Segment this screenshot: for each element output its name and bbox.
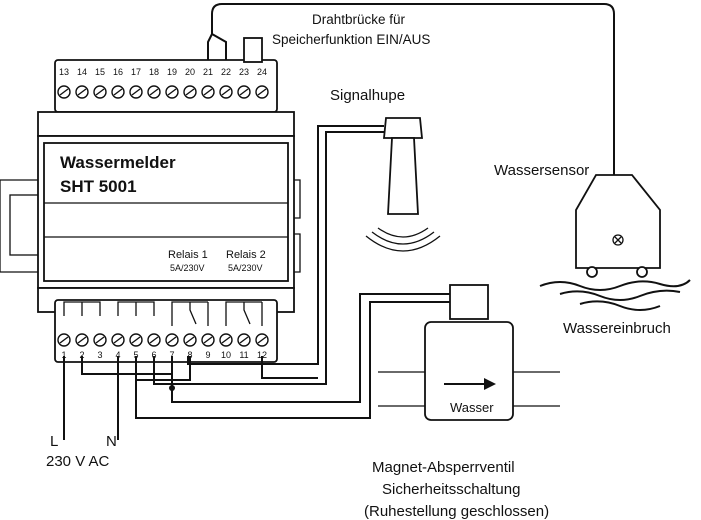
sensor-label: Wassersensor: [494, 162, 589, 179]
top-terminal-number-23: 23: [239, 67, 249, 77]
bottom-terminal-number-3: 3: [97, 350, 102, 360]
top-terminal-screw-slot-18: [149, 88, 159, 96]
bottom-terminal-number-5: 5: [133, 350, 138, 360]
bridge-wire-2-7: [81, 356, 172, 375]
top-terminal-screw-slot-21: [203, 88, 213, 96]
top-terminal-number-24: 24: [257, 67, 267, 77]
valve-label-line1: Magnet-Absperrventil: [372, 459, 515, 476]
top-terminal-screw-slot-22: [221, 88, 231, 96]
bottom-terminal-screw-slot-5: [131, 336, 141, 344]
bottom-terminal-number-1: 1: [61, 350, 66, 360]
relay2-wire-12: [261, 356, 318, 379]
top-terminal-number-22: 22: [221, 67, 231, 77]
bottom-terminal-screw-slot-10: [221, 336, 231, 344]
top-terminal-number-19: 19: [167, 67, 177, 77]
bottom-terminal-number-8: 8: [187, 350, 192, 360]
bottom-terminal-number-2: 2: [79, 350, 84, 360]
top-terminal-number-21: 21: [203, 67, 213, 77]
top-terminal-screw-slot-13: [59, 88, 69, 96]
relay2-rating: 5A/230V: [228, 263, 263, 273]
top-terminal-number-17: 17: [131, 67, 141, 77]
valve-wire-2: [135, 301, 450, 419]
top-terminal-screw-slot-17: [131, 88, 141, 96]
bottom-terminal-number-10: 10: [221, 350, 231, 360]
bottom-terminal-number-9: 9: [205, 350, 210, 360]
bottom-terminal-number-12: 12: [257, 350, 267, 360]
top-terminal-number-18: 18: [149, 67, 159, 77]
top-terminal-number-13: 13: [59, 67, 69, 77]
power-voltage-label: 230 V AC: [46, 453, 110, 470]
bottom-terminal-screw-slot-1: [59, 336, 69, 344]
water-detector-housing: [37, 59, 295, 363]
top-terminal-screw-slot-23: [239, 88, 249, 96]
top-terminal-screw-slot-19: [167, 88, 177, 96]
junction-dot: [169, 385, 175, 391]
device-name-line1: Wassermelder: [60, 153, 176, 172]
bottom-terminal-number-11: 11: [239, 350, 248, 360]
water-sensor-icon: [575, 174, 661, 278]
bridge-label-line2: Speicherfunktion EIN/AUS: [272, 32, 430, 47]
top-terminal-number-20: 20: [185, 67, 195, 77]
sensor-cable: [211, 3, 615, 175]
bottom-terminal-screw-slot-12: [257, 336, 267, 344]
valve-label-line2: Sicherheitsschaltung: [382, 481, 520, 498]
bridge-wire-5-8: [135, 356, 191, 381]
top-terminal-number-14: 14: [77, 67, 87, 77]
bottom-terminal-screw-slot-9: [203, 336, 213, 344]
horn-wire-1: [187, 125, 384, 365]
bottom-terminal-screw-slot-7: [167, 336, 177, 344]
bridge-plug: [243, 37, 263, 63]
bottom-terminal-number-4: 4: [115, 350, 120, 360]
horn-label: Signalhupe: [330, 87, 405, 104]
relay1-label: Relais 1: [168, 249, 208, 261]
bottom-terminal-number-6: 6: [151, 350, 156, 360]
relay-contacts: [63, 301, 263, 326]
top-terminal-screw-slot-14: [77, 88, 87, 96]
bottom-terminal-number-7: 7: [169, 350, 174, 360]
top-terminal-screw-slot-24: [257, 88, 267, 96]
top-terminal-screw-slot-20: [185, 88, 195, 96]
water-ingress-label: Wassereinbruch: [563, 320, 671, 337]
bridge-label-line1: Drahtbrücke für: [312, 12, 406, 27]
bottom-terminal-screw-slot-8: [185, 336, 195, 344]
device-name-line2: SHT 5001: [60, 177, 137, 196]
bottom-terminal-screw-slot-6: [149, 336, 159, 344]
bottom-terminal-screw-slot-3: [95, 336, 105, 344]
relay1-rating: 5A/230V: [170, 263, 205, 273]
top-terminal-screw-slot-15: [95, 88, 105, 96]
top-terminal-number-15: 15: [95, 67, 105, 77]
top-terminal-block: 13 14 15 16 17 18 19 20 21 22 23 24: [57, 67, 269, 99]
power-n-label: N: [106, 433, 117, 450]
bottom-terminal-screw-slot-4: [113, 336, 123, 344]
signal-horn-icon: [365, 117, 441, 252]
water-waves-icon: [539, 279, 691, 311]
bottom-terminal-screw-slot-11: [239, 336, 249, 344]
top-terminal-screw-slot-16: [113, 88, 123, 96]
valve-label-line3: (Ruhestellung geschlossen): [364, 503, 549, 520]
wire-bridge-22: [211, 33, 227, 60]
bottom-terminal-screw-slot-2: [77, 336, 87, 344]
relay2-label: Relais 2: [226, 249, 266, 261]
top-terminal-number-16: 16: [113, 67, 123, 77]
wire-bridge-21: [207, 33, 213, 60]
flow-label: Wasser: [450, 400, 494, 415]
power-l-label: L: [50, 433, 58, 450]
